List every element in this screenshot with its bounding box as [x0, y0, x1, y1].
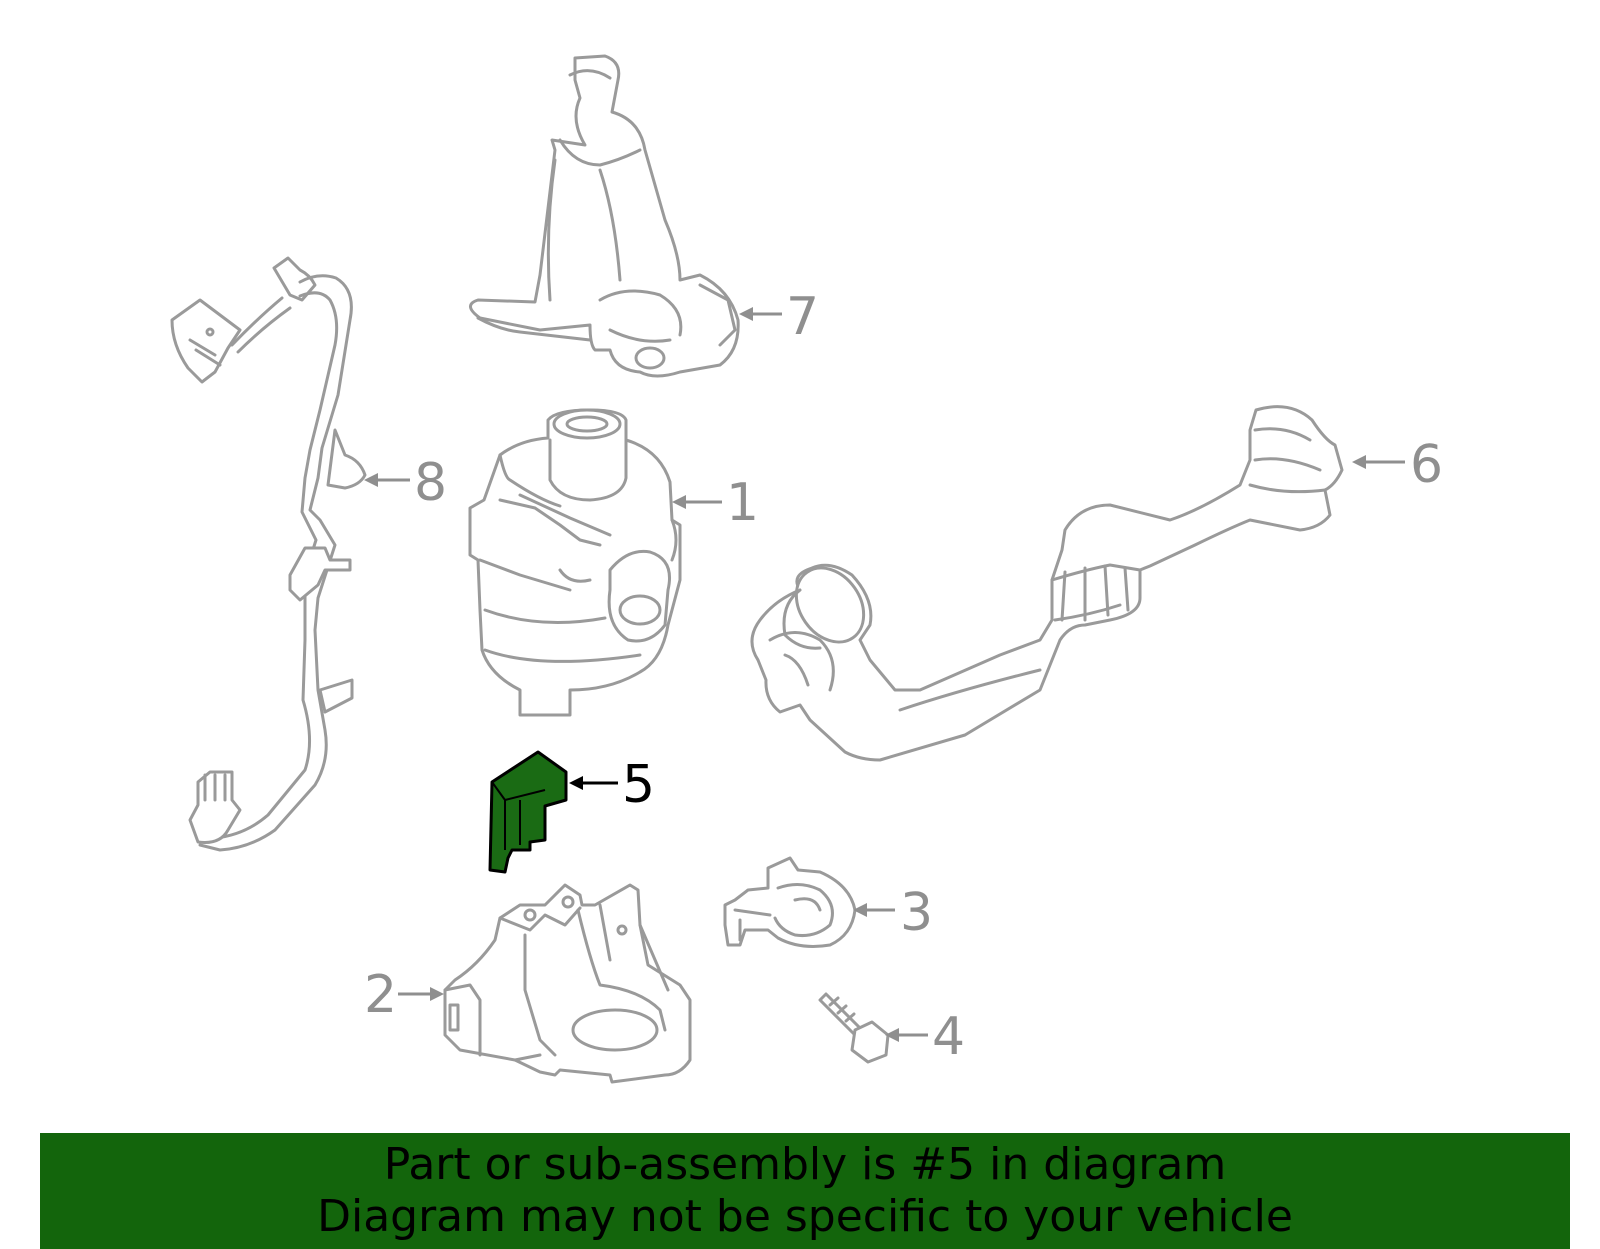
callout-8-label: 8 — [414, 453, 447, 513]
banner-line-2: Diagram may not be specific to your vehi… — [317, 1191, 1293, 1242]
callout-5[interactable]: 5 — [569, 755, 655, 815]
callout-2[interactable]: 2 — [364, 965, 444, 1025]
part-bolt[interactable] — [818, 992, 890, 1064]
callout-1[interactable]: 1 — [672, 473, 759, 533]
part-insulator[interactable] — [488, 750, 568, 874]
part-upper-coolant-hose[interactable] — [469, 54, 740, 378]
callout-7-label: 7 — [786, 287, 819, 347]
callout-6[interactable]: 6 — [1352, 435, 1443, 495]
info-banner: Part or sub-assembly is #5 in diagram Di… — [40, 1133, 1570, 1249]
part-coolant-hose[interactable] — [750, 405, 1344, 762]
part-wiring-harness[interactable] — [170, 256, 367, 852]
callout-6-label: 6 — [1410, 435, 1443, 495]
banner-line-1: Part or sub-assembly is #5 in diagram — [383, 1139, 1227, 1190]
callout-5-label: 5 — [622, 755, 655, 815]
part-water-pump[interactable] — [468, 408, 682, 717]
callout-3-label: 3 — [900, 883, 933, 943]
callout-7[interactable]: 7 — [739, 287, 819, 347]
callout-8[interactable]: 8 — [364, 453, 447, 513]
part-mounting-bracket[interactable] — [443, 883, 692, 1084]
callout-1-label: 1 — [726, 473, 759, 533]
callout-4-label: 4 — [932, 1007, 965, 1067]
callout-3[interactable]: 3 — [853, 883, 933, 943]
callout-4[interactable]: 4 — [885, 1007, 965, 1067]
callout-2-label: 2 — [364, 965, 397, 1025]
part-hose-clamp[interactable] — [723, 856, 857, 948]
